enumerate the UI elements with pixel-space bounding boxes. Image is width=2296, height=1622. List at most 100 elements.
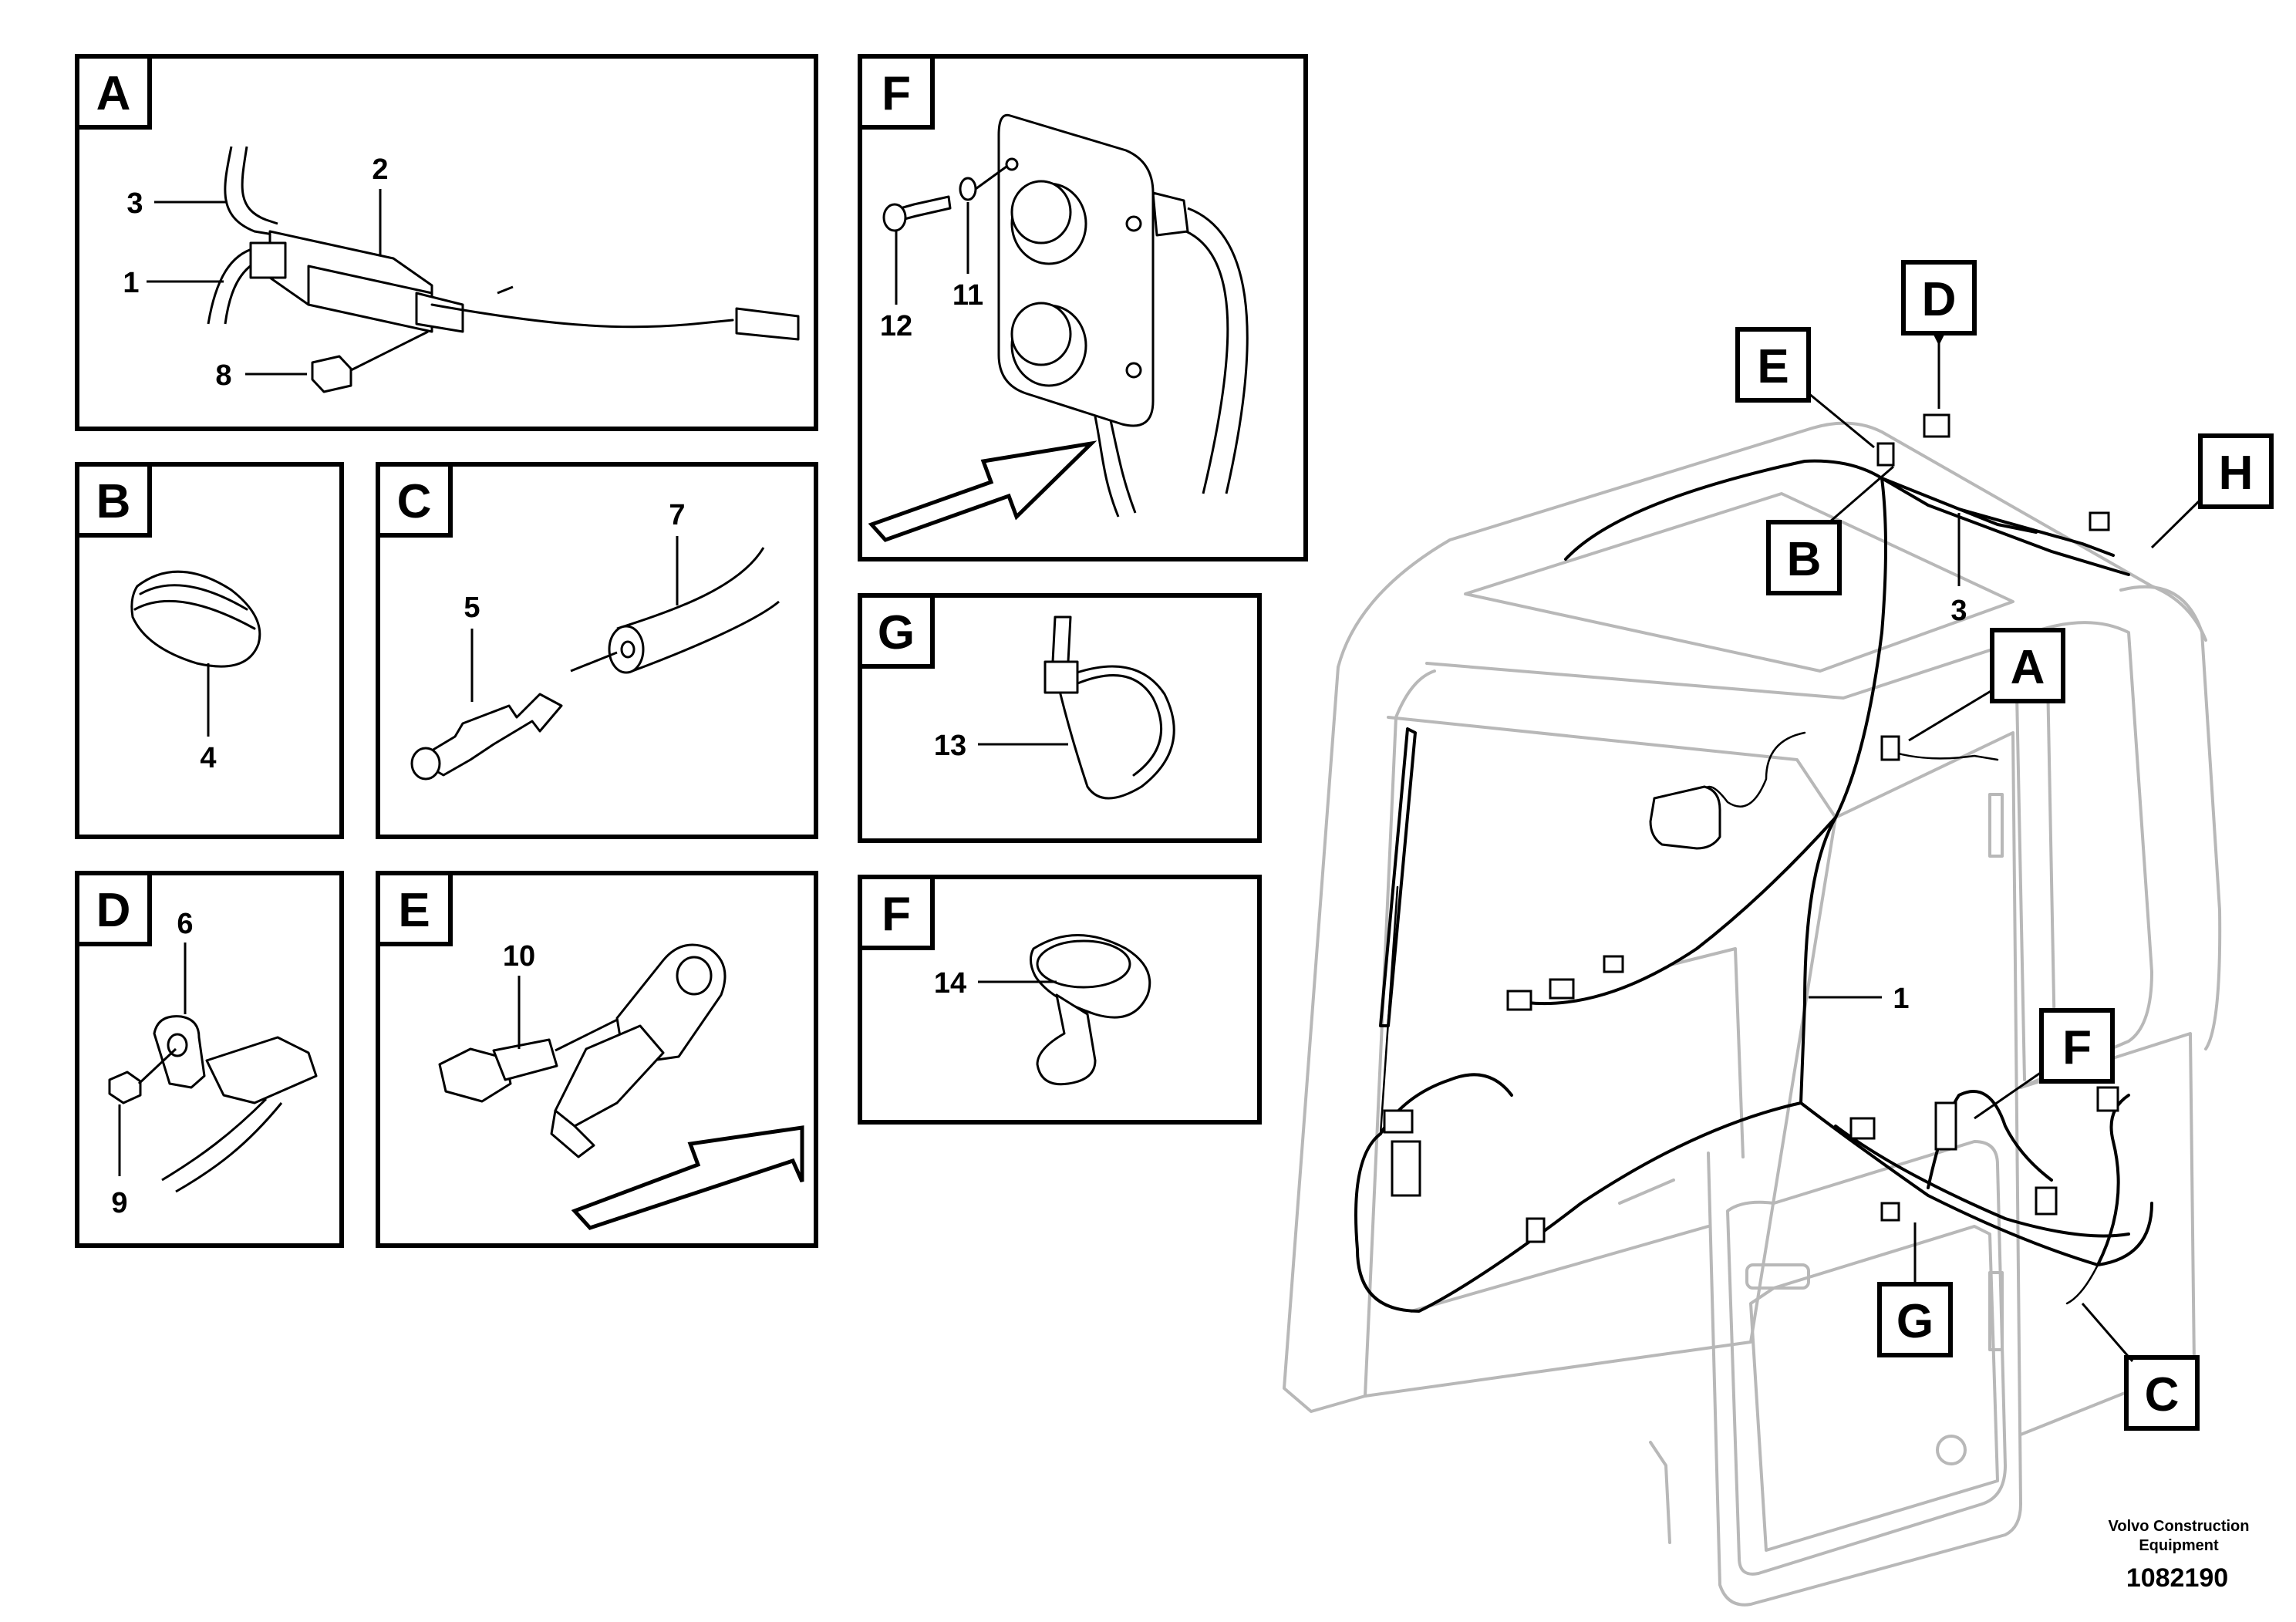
- cab-hinge-lower: [1988, 1271, 2004, 1351]
- panel-a-letter: A: [96, 67, 131, 120]
- overview-h-box: [2198, 433, 2274, 509]
- callout-3: 3: [126, 187, 143, 220]
- callout-12: 12: [880, 310, 912, 342]
- view-direction-arrow-e: [571, 1125, 804, 1230]
- panel-c-letter: C: [397, 475, 432, 528]
- panel-g-letter: G: [878, 606, 915, 659]
- callout-4: 4: [200, 742, 216, 774]
- detail-panel-a: A 3 2 1 8: [75, 54, 818, 431]
- sensor-2-face: [307, 265, 433, 306]
- panel-f-top-letter: F: [882, 67, 911, 120]
- harness-roof-2: [1880, 477, 2130, 576]
- cab-door-frame: [1707, 731, 2022, 1607]
- bolt-9-axis: [137, 1047, 177, 1085]
- cab-door-handle: [1745, 1263, 1810, 1290]
- hose-7-bottom: [632, 600, 780, 673]
- connector-roof-d: [1923, 413, 1950, 438]
- grommet-4-groove: [133, 599, 256, 630]
- dash-line: [497, 285, 514, 295]
- screw-axis: [975, 165, 1007, 191]
- view-direction-arrow-f: [868, 440, 1097, 542]
- connector-bottom-3: [2035, 1186, 2058, 1216]
- cab-step: [1649, 1441, 1671, 1544]
- cable-1: [207, 247, 255, 325]
- callout-13: 13: [934, 730, 966, 762]
- connector-right: [2096, 1086, 2119, 1112]
- bolt-10: [438, 1047, 512, 1103]
- switch-plate: [997, 113, 1155, 427]
- cab-right-rear: [2119, 585, 2222, 1050]
- panel-e-letter-box: [376, 871, 453, 946]
- sensor-2-connector: [249, 241, 287, 279]
- detail-panel-c: C 7 5: [376, 462, 818, 839]
- detail-panel-e: E 10: [376, 871, 818, 1248]
- cable-tie-13-tail: [1051, 615, 1072, 663]
- callout-7: 7: [669, 499, 685, 531]
- grommet-14-flange: [1036, 939, 1131, 989]
- harness-right-branch: [2096, 1094, 2130, 1266]
- cab-roof-outline: [1337, 421, 2207, 669]
- overview-e-box: [1735, 327, 1811, 403]
- detail-panel-b: B 4: [75, 462, 344, 839]
- connector-bottom-2: [1934, 1101, 1957, 1151]
- overview-callout-1: 1: [1893, 983, 1909, 1015]
- panel-e-letter: E: [398, 884, 430, 937]
- callout-6: 6: [177, 908, 193, 940]
- overview-leader-b: [1829, 465, 1894, 524]
- grommet-14-stem: [1036, 993, 1097, 1086]
- bolt-9: [108, 1071, 142, 1104]
- overview-c-box: [2124, 1355, 2200, 1431]
- overview-a-box: [1990, 628, 2065, 703]
- panel-c-letter-box: [376, 462, 453, 538]
- connector-wiper: [1383, 1109, 1414, 1134]
- screw-12-head: [882, 203, 907, 232]
- overview-label-e: E: [1757, 340, 1789, 393]
- connector-sensor-a: [1880, 735, 1900, 761]
- connector-motor: [1391, 1140, 1421, 1197]
- harness-roof: [1564, 459, 2115, 561]
- connector-roof-h: [2089, 511, 2110, 531]
- plate-cable-1: [1187, 207, 1249, 494]
- hose-7-bore: [620, 640, 636, 659]
- eyelet-hole: [676, 956, 713, 996]
- overview-label-g: G: [1896, 1295, 1934, 1348]
- callout-9: 9: [111, 1187, 127, 1219]
- detail-panel-f-bottom: F 14: [858, 875, 1262, 1125]
- plate-cable-2: [1185, 230, 1229, 494]
- connector-d: [205, 1036, 318, 1104]
- knob-lower-cap: [1010, 302, 1072, 366]
- overview-label-a: A: [2011, 641, 2045, 694]
- footer: Volvo Construction Equipment 1082190: [2109, 1518, 2250, 1593]
- grommet-4-top: [139, 584, 248, 611]
- panel-d-letter-box: [75, 871, 152, 946]
- panel-f-top-letter-box: [858, 54, 935, 130]
- callout-10: 10: [503, 940, 535, 973]
- overview-g-box: [1877, 1282, 1953, 1357]
- bolt-10-shank: [492, 1038, 558, 1081]
- work-light: [1649, 785, 1721, 850]
- cable-gland: [1151, 191, 1189, 237]
- sensor-bracket: [415, 292, 464, 333]
- brand-line-2: Equipment: [2139, 1537, 2219, 1554]
- harness-bottom: [1799, 1101, 2153, 1266]
- connector-door-g: [1880, 1202, 1900, 1222]
- wiper-arm-2: [1379, 885, 1399, 1135]
- callout-11: 11: [952, 279, 983, 312]
- plate-hole-3: [1125, 362, 1142, 379]
- overview-leader-e: [1808, 392, 1875, 449]
- wiper-arm: [1379, 727, 1417, 1027]
- connector-front-2: [1549, 978, 1575, 1000]
- cable-d-1: [161, 1098, 268, 1182]
- overview-pointer-d: [1932, 332, 1946, 346]
- callout-5: 5: [464, 592, 480, 624]
- cab-hinge-upper: [1988, 793, 2004, 858]
- panel-b-letter: B: [96, 475, 131, 528]
- overview-label-h: H: [2219, 447, 2254, 500]
- callout-14: 14: [934, 967, 966, 1000]
- document-number: 1082190: [2126, 1563, 2228, 1593]
- harness-main-down: [1799, 477, 1887, 1104]
- harness-left-loop: [1354, 1101, 1802, 1313]
- harness-c-tail: [2065, 1263, 2099, 1305]
- plate-cable-4: [1109, 420, 1137, 514]
